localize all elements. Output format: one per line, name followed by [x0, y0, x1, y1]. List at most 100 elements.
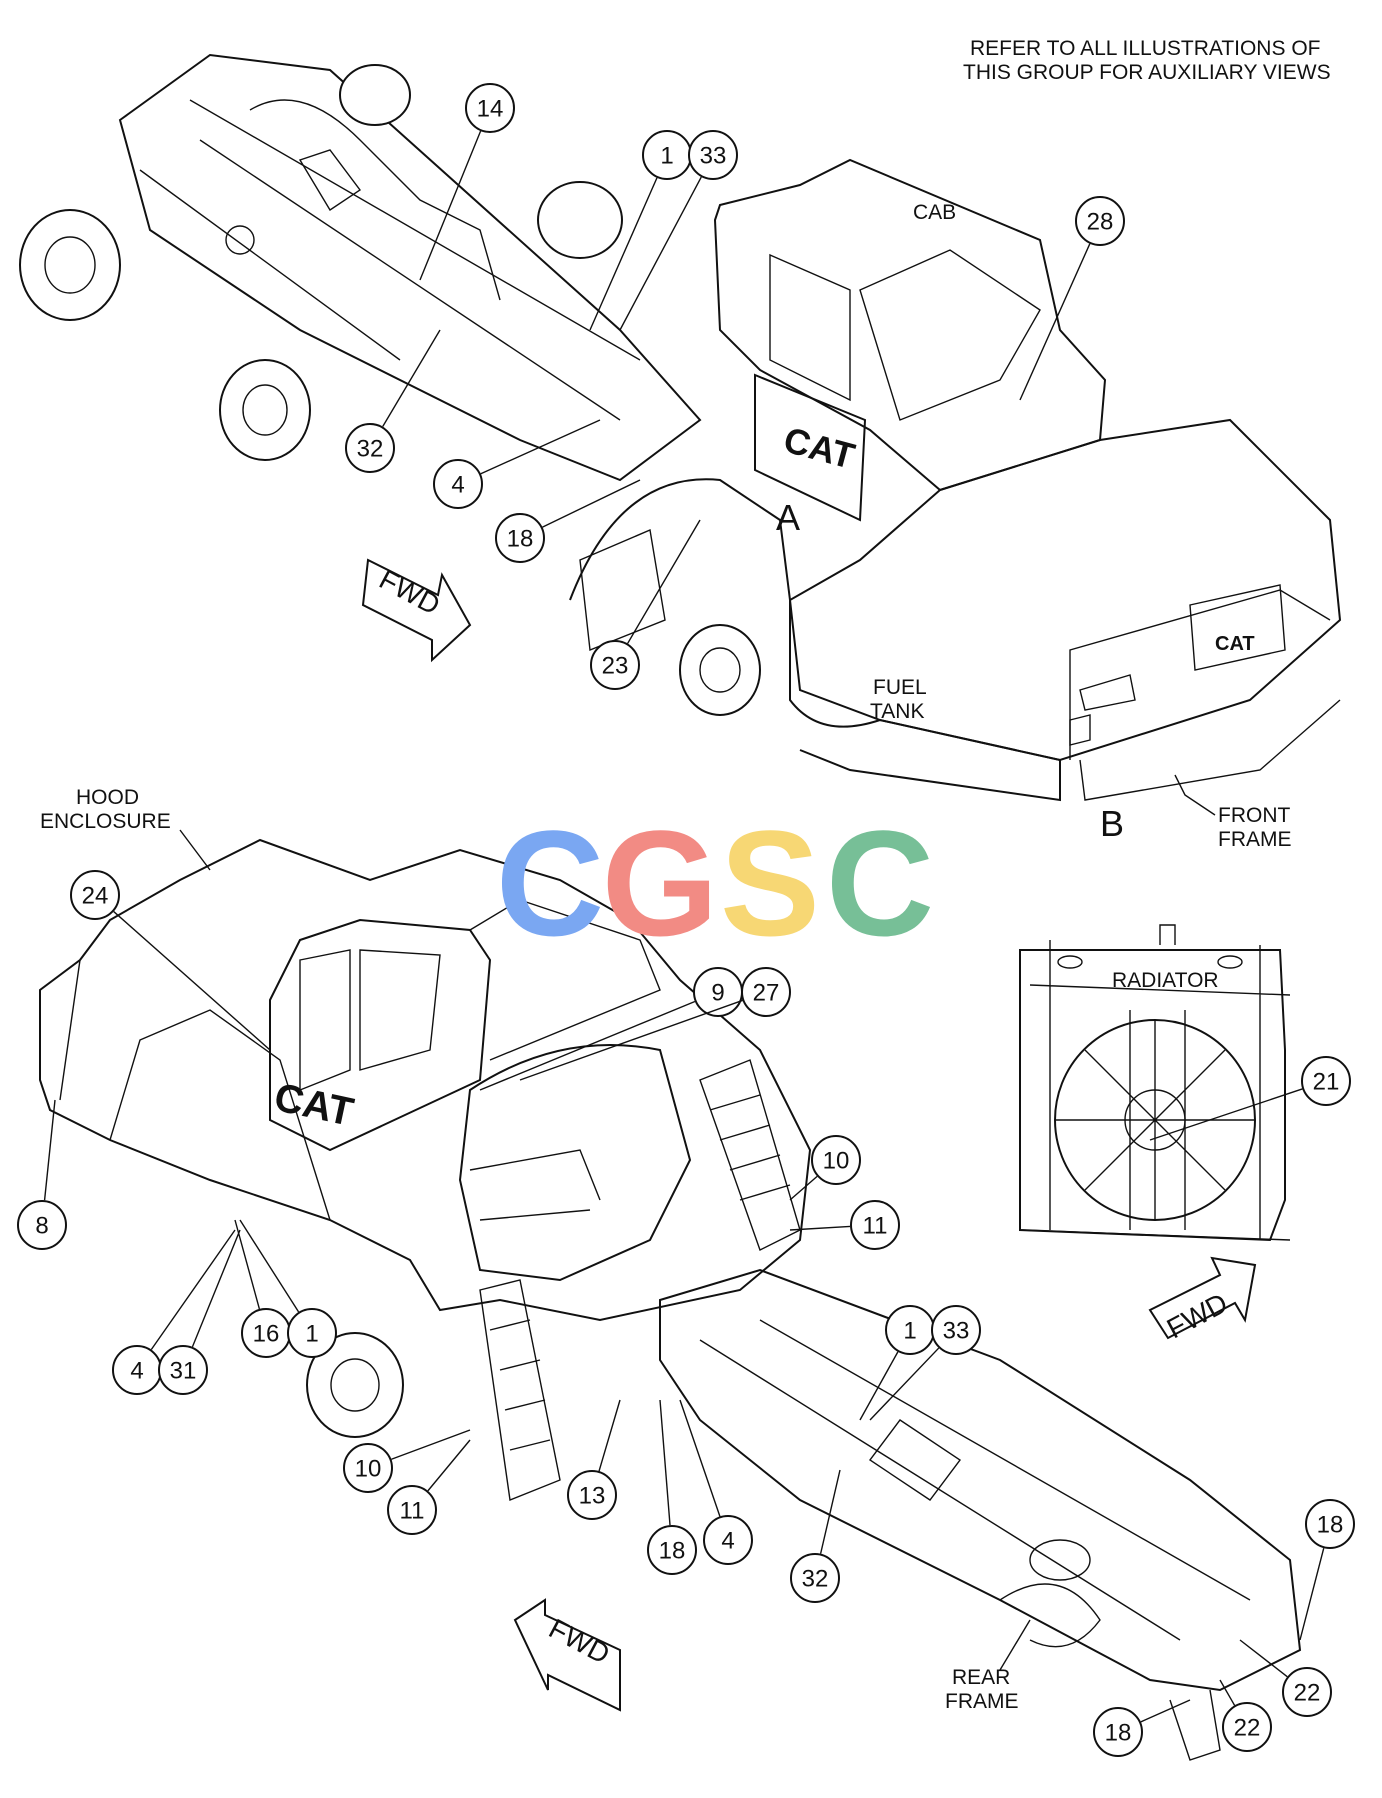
fuel-tank-label-2: TANK [870, 700, 924, 723]
callout-number: 13 [579, 1483, 606, 1510]
callout-21: 21 [1149, 1056, 1351, 1141]
callout-circle [1305, 1499, 1355, 1549]
callout-number: 16 [253, 1321, 280, 1348]
callout-number: 14 [477, 96, 504, 123]
callout-leader [1299, 1548, 1325, 1641]
callout-14: 14 [419, 83, 515, 281]
callout-circle [1075, 196, 1125, 246]
callout-number: 4 [130, 1358, 143, 1385]
callout-circle [741, 967, 791, 1017]
cab-label: CAB [913, 201, 956, 224]
callout-circle [1301, 1056, 1351, 1106]
callout-leader [150, 1229, 236, 1350]
callout-32: 32 [345, 329, 441, 473]
radiator-inset: RADIATOR FWD [1019, 924, 1291, 1344]
callout-number: 28 [1087, 209, 1114, 236]
callout-leader [234, 1219, 261, 1310]
fwd-arrow-radiator: FWD [1148, 1256, 1257, 1344]
callout-circle [433, 459, 483, 509]
callout-circle [567, 1470, 617, 1520]
callout-leader [480, 419, 601, 475]
callout-4: 4 [433, 419, 601, 509]
callout-circle [343, 1443, 393, 1493]
callout-18: 18 [495, 479, 641, 563]
callout-number: 1 [305, 1321, 318, 1348]
fwd-arrow-lower: FWD [513, 1598, 621, 1712]
callout-18: 18 [1093, 1699, 1191, 1757]
callout-circle [811, 1135, 861, 1185]
callout-circle [387, 1485, 437, 1535]
callout-1: 1 [239, 1219, 337, 1358]
callout-circle [1222, 1702, 1272, 1752]
callout-circle [647, 1525, 697, 1575]
callout-number: 22 [1234, 1715, 1261, 1742]
callout-31: 31 [158, 1229, 241, 1395]
callout-22: 22 [1239, 1639, 1332, 1717]
callout-11: 11 [387, 1439, 471, 1535]
fuel-tank-label-1: FUEL [873, 676, 927, 699]
callout-number: 18 [659, 1538, 686, 1565]
callout-leader [519, 999, 743, 1081]
rear-frame-label-2: FRAME [945, 1690, 1019, 1713]
callout-28: 28 [1019, 196, 1125, 401]
callout-leader [1149, 1088, 1303, 1141]
callout-leader [191, 1229, 241, 1348]
callout-9: 9 [479, 967, 743, 1091]
callout-leader [479, 1000, 696, 1091]
callout-number: 1 [903, 1318, 916, 1345]
callout-number: 33 [943, 1318, 970, 1345]
callout-circle [287, 1308, 337, 1358]
callout-4: 4 [679, 1399, 753, 1565]
callout-leader [819, 1469, 841, 1554]
front-frame-label-1: FRONT [1218, 804, 1290, 827]
callout-4: 4 [112, 1229, 236, 1395]
callout-number: 21 [1313, 1069, 1340, 1096]
callout-23: 23 [590, 519, 701, 690]
callout-18: 18 [1299, 1499, 1355, 1641]
callout-number: 8 [35, 1213, 48, 1240]
hood-enclosure-label-2: ENCLOSURE [40, 810, 171, 833]
watermark-letter: C [496, 799, 604, 967]
callout-circle [465, 83, 515, 133]
callout-33: 33 [869, 1305, 981, 1421]
view-a-label: A [776, 497, 800, 538]
callout-leader [542, 479, 641, 528]
callout-number: 1 [660, 143, 673, 170]
front-frame-label-2: FRAME [1218, 828, 1292, 851]
watermark-letter: C [826, 799, 934, 967]
callout-leader [113, 911, 271, 1051]
refer-note-line2: THIS GROUP FOR AUXILIARY VIEWS [963, 61, 1331, 84]
callout-leader [869, 1347, 940, 1421]
callout-number: 23 [602, 653, 629, 680]
callout-circle [703, 1515, 753, 1565]
view-b-label: B [1100, 803, 1124, 844]
callout-32: 32 [790, 1469, 841, 1603]
callout-leader [1140, 1699, 1191, 1723]
callout-circle [345, 423, 395, 473]
callout-number: 4 [721, 1528, 734, 1555]
callout-11: 11 [789, 1200, 900, 1250]
callout-number: 24 [82, 883, 109, 910]
callout-18: 18 [647, 1399, 697, 1575]
callout-leader [1219, 1679, 1236, 1706]
callout-number: 18 [507, 526, 534, 553]
callout-number: 11 [863, 1213, 888, 1240]
callout-number: 10 [355, 1456, 382, 1483]
callout-1: 1 [859, 1305, 935, 1421]
callout-number: 11 [400, 1498, 425, 1525]
callout-leader [419, 130, 482, 281]
callout-number: 18 [1317, 1512, 1344, 1539]
callout-circle [931, 1305, 981, 1355]
callout-leader [43, 1099, 56, 1201]
callout-leader [627, 519, 701, 644]
callout-13: 13 [567, 1399, 621, 1520]
hood-enclosure-label-1: HOOD [76, 786, 139, 809]
callout-circle [590, 640, 640, 690]
callout-leader [427, 1439, 471, 1492]
callout-number: 31 [170, 1358, 197, 1385]
callout-circle [70, 870, 120, 920]
callout-leader [589, 177, 658, 331]
